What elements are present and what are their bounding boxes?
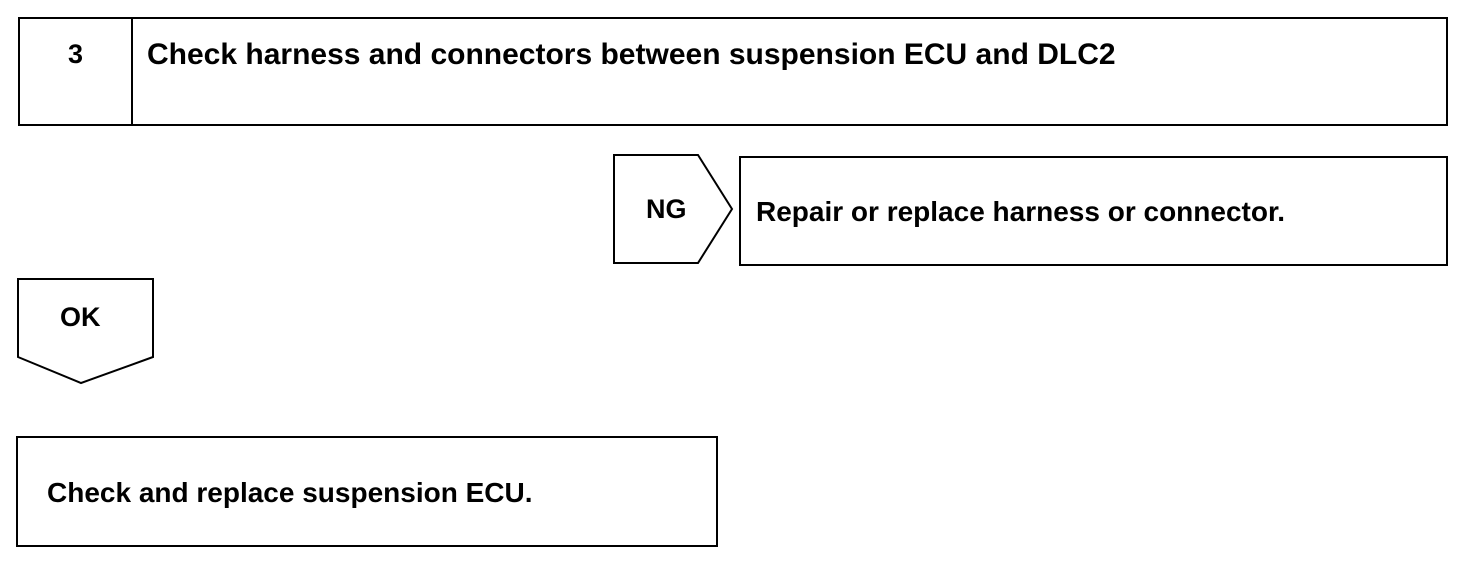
ng-label: NG: [646, 194, 687, 224]
ok-label: OK: [60, 302, 101, 332]
final-action-text: Check and replace suspension ECU.: [47, 477, 533, 508]
step-box: 3 Check harness and connectors between s…: [18, 17, 1448, 126]
step-title: Check harness and connectors between sus…: [147, 38, 1116, 71]
ng-action-box: Repair or replace harness or connector.: [739, 156, 1448, 266]
ng-arrow-shape: [613, 154, 734, 264]
ok-arrow-shape: [17, 278, 154, 385]
final-action-box: Check and replace suspension ECU.: [16, 436, 718, 547]
step-number: 3: [20, 19, 133, 124]
ng-action-text: Repair or replace harness or connector.: [756, 196, 1286, 227]
